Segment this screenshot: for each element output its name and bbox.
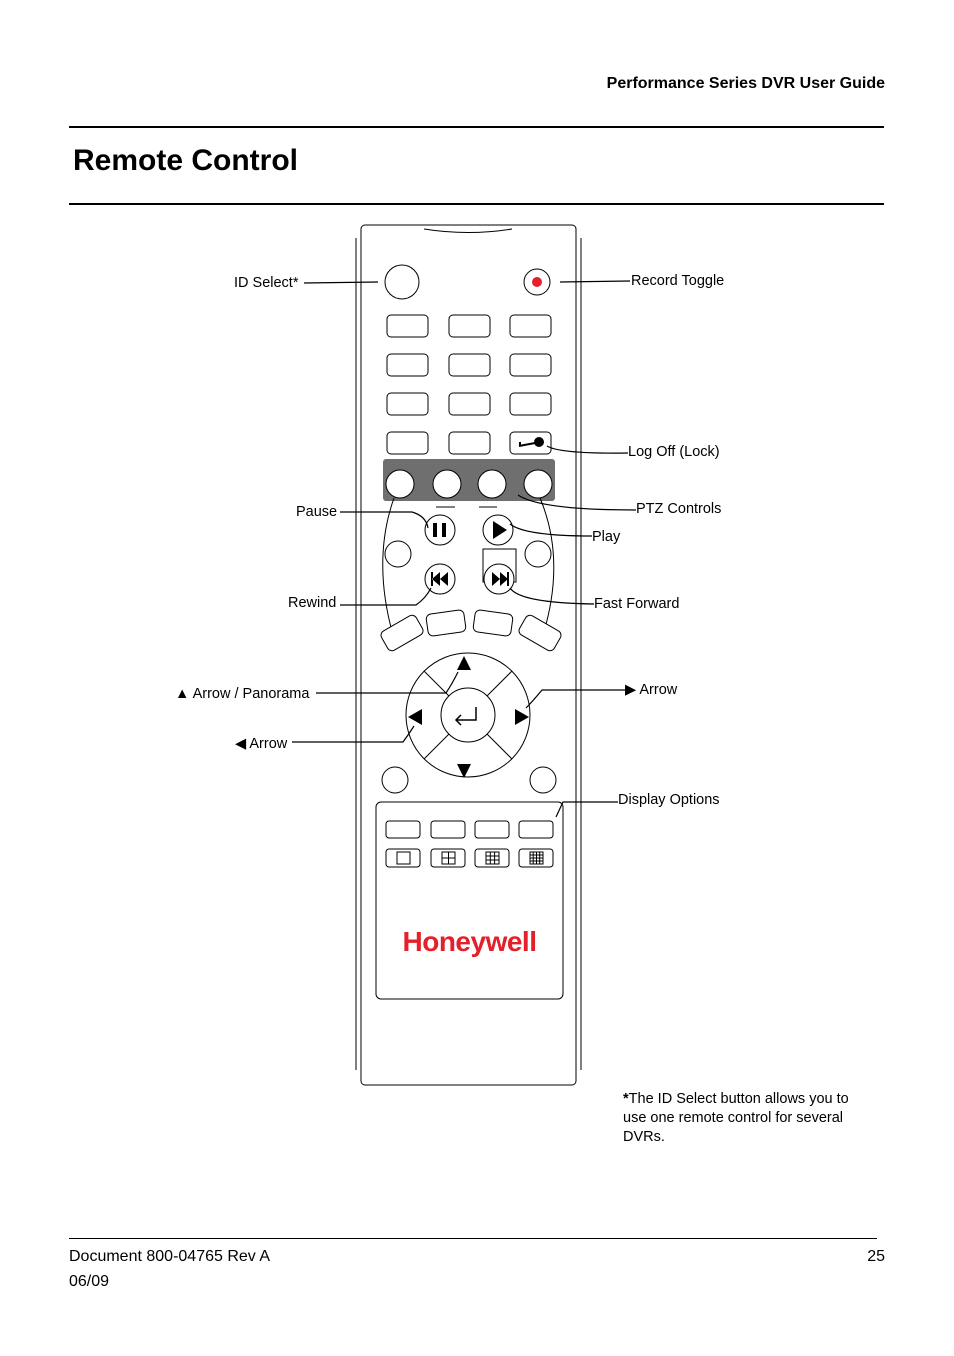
fast-forward-icon xyxy=(492,572,509,586)
up-arrow-icon xyxy=(457,656,471,670)
footnote-text: The ID Select button allows you to use o… xyxy=(623,1091,849,1145)
play-icon xyxy=(493,521,507,539)
left-arrow-icon xyxy=(408,709,422,725)
footer-page-number: 25 xyxy=(867,1248,885,1265)
footnote-star: * xyxy=(623,1091,629,1107)
page-title: Remote Control xyxy=(73,144,298,177)
label-ptz-controls: PTZ Controls xyxy=(636,501,722,517)
pause-button xyxy=(424,514,456,546)
label-right-arrow: ▶ Arrow xyxy=(625,682,678,698)
label-display-options: Display Options xyxy=(618,792,720,808)
sixteen-view-icon xyxy=(529,851,544,865)
id-select-button xyxy=(384,264,420,300)
label-id-select: ID Select* xyxy=(234,275,299,291)
display-panel xyxy=(375,801,564,1000)
label-rewind: Rewind xyxy=(288,595,337,611)
label-log-off: Log Off (Lock) xyxy=(628,444,720,460)
guide-title: Performance Series DVR User Guide xyxy=(606,75,885,92)
label-play: Play xyxy=(592,529,621,545)
footer-document: Document 800-04765 Rev A xyxy=(69,1248,271,1265)
label-left-arrow: ◀ Arrow xyxy=(235,736,288,752)
nine-view-icon xyxy=(485,851,500,865)
lock-key-icon xyxy=(518,437,544,447)
quad-view-icon xyxy=(441,851,456,865)
right-arrow-icon xyxy=(515,709,529,725)
pause-icon xyxy=(433,523,437,537)
enter-button xyxy=(440,687,496,743)
top-rule xyxy=(69,126,884,128)
keypad xyxy=(386,314,552,455)
footnote: *The ID Select button allows you to use … xyxy=(623,1090,863,1147)
label-up-arrow: ▲ Arrow / Panorama xyxy=(175,686,310,702)
label-fast-forward: Fast Forward xyxy=(594,596,680,612)
single-view-icon xyxy=(396,851,411,865)
footer-rule xyxy=(69,1238,877,1239)
ptz-panel xyxy=(383,459,555,501)
title-rule xyxy=(69,203,884,205)
record-dot-icon xyxy=(532,277,542,287)
rewind-icon xyxy=(431,572,448,586)
label-pause: Pause xyxy=(296,504,338,520)
honeywell-logo: Honeywell xyxy=(402,926,537,957)
footer-date: 06/09 xyxy=(69,1273,110,1290)
label-record-toggle: Record Toggle xyxy=(631,273,725,289)
down-arrow-icon xyxy=(457,764,471,778)
